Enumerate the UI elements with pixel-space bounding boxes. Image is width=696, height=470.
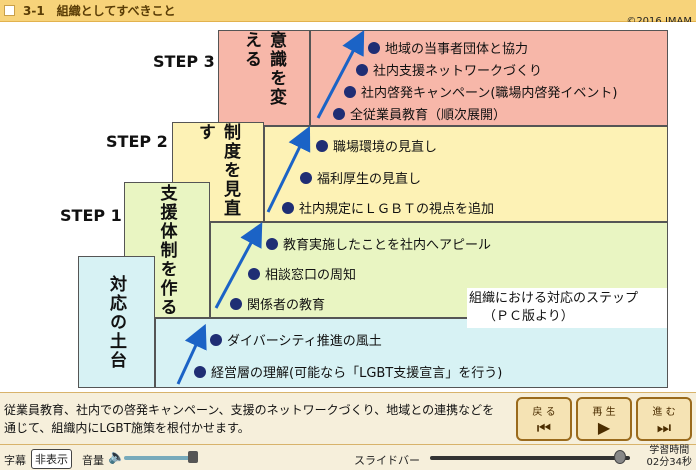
figure-caption: 組織における対応のステップ （ＰＣ版より）: [467, 288, 667, 328]
play-icon: ▶: [597, 417, 611, 437]
bullet-icon: [266, 237, 278, 250]
bullet-icon: [230, 297, 242, 310]
volume-slider[interactable]: [124, 456, 194, 460]
bullet-icon: [210, 333, 222, 346]
list-item: 関係者の教育: [230, 294, 325, 313]
speaker-icon[interactable]: 🔈: [108, 449, 126, 465]
list-item: 社内規定にＬＧＢＴの視点を追加: [282, 198, 494, 217]
subtitle-label: 字幕: [4, 454, 26, 467]
step2-face: [264, 126, 668, 222]
base-tag: 対応の土台: [78, 256, 155, 388]
narration-text: 従業員教育、社内での啓発キャンペーン、支援のネットワークづくり、地域との連携など…: [4, 403, 495, 435]
list-item: 福利厚生の見直し: [300, 168, 421, 187]
bullet-icon: [316, 139, 328, 152]
step3-label: STEP 3: [153, 52, 215, 71]
slide-title: 3-1 組織としてすべきこと: [23, 4, 176, 18]
list-item: 職場環境の見直し: [316, 136, 437, 155]
next-button[interactable]: 進 む ⏭: [636, 397, 692, 441]
copyright: ©2016 JMAM: [626, 16, 692, 27]
bullet-icon: [282, 201, 294, 214]
list-item: ダイバーシティ推進の風土: [210, 330, 382, 349]
slide-progress-handle[interactable]: [614, 450, 626, 464]
list-item: 社内支援ネットワークづくり: [356, 60, 542, 79]
bullet-icon: [356, 63, 368, 76]
play-button[interactable]: 再 生 ▶: [576, 397, 632, 441]
list-item: 教育実施したことを社内へアピール: [266, 234, 491, 253]
list-item: 社内啓発キャンペーン(職場内啓発イベント): [344, 82, 618, 101]
list-item: 相談窓口の周知: [248, 264, 356, 283]
skip-back-icon: ⏮: [536, 417, 552, 437]
slide-progress-bar[interactable]: [430, 456, 630, 460]
bullet-icon: [344, 85, 356, 98]
list-item: 全従業員教育（順次展開）: [333, 104, 506, 123]
bullet-icon: [194, 365, 206, 378]
skip-forward-icon: ⏭: [656, 417, 672, 437]
volume-label: 音量: [82, 454, 104, 467]
step3-tag: 意識を変える: [218, 30, 310, 126]
step1-label: STEP 1: [60, 206, 122, 225]
volume-slider-handle[interactable]: [188, 451, 198, 463]
back-button[interactable]: 戻 る ⏮: [516, 397, 572, 441]
subtitle-toggle-button[interactable]: 非表示: [31, 449, 72, 469]
bullet-icon: [333, 107, 345, 120]
window-icon: [4, 5, 15, 16]
study-time: 学習時間 02分34秒: [646, 445, 692, 468]
slidebar-label: スライドバー: [354, 454, 420, 467]
step2-label: STEP 2: [106, 132, 168, 151]
status-bar: 字幕 非表示 音量 🔈 スライドバー 学習時間 02分34秒: [0, 444, 696, 470]
slide-stage: STEP 3 STEP 2 STEP 1 意識を変える 制度を見直す 支援体制を…: [0, 22, 696, 392]
narration-panel: 従業員教育、社内での啓発キャンペーン、支援のネットワークづくり、地域との連携など…: [0, 392, 696, 444]
bullet-icon: [300, 171, 312, 184]
list-item: 経営層の理解(可能なら「LGBT支援宣言」を行う): [194, 362, 502, 381]
list-item: 地域の当事者団体と協力: [368, 38, 528, 57]
base-face: [155, 318, 668, 388]
title-bar: 3-1 組織としてすべきこと ©2016 JMAM: [0, 0, 696, 27]
bullet-icon: [248, 267, 260, 280]
bullet-icon: [368, 41, 380, 54]
